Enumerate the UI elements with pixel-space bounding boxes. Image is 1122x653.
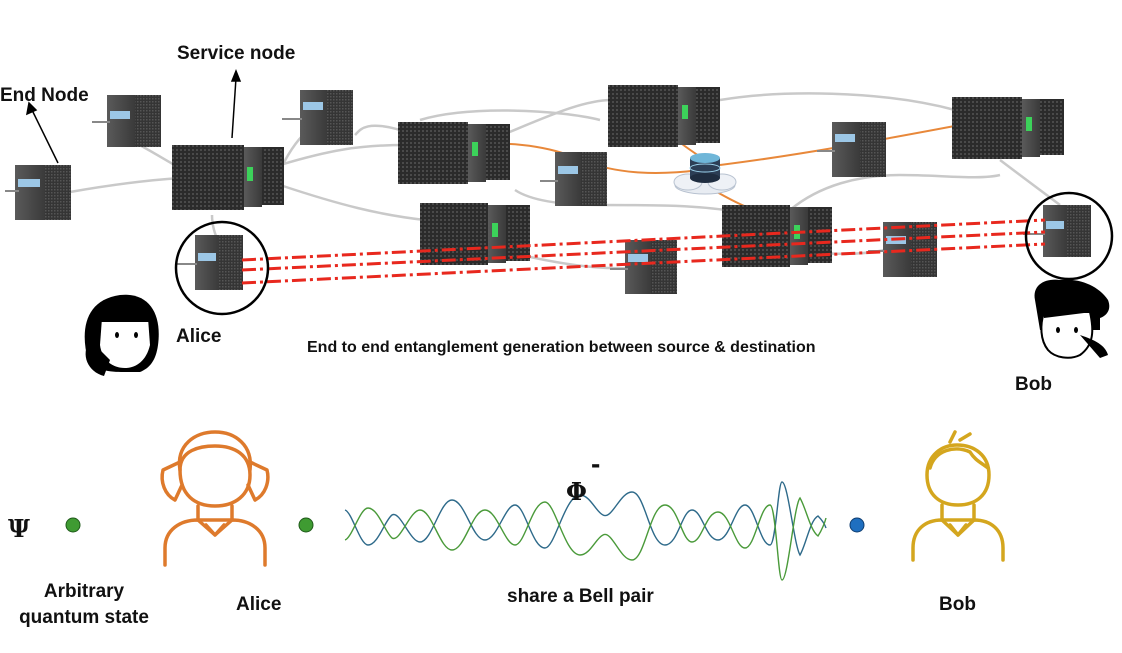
- large-server: [398, 122, 510, 184]
- alice-server: [177, 235, 243, 290]
- server-tower: [5, 165, 71, 220]
- bob-qubit: [849, 517, 865, 533]
- server-tower: [610, 240, 677, 294]
- bell-pair-waves: [344, 481, 827, 581]
- bell-pair-label: share a Bell pair: [507, 586, 654, 607]
- cloud-hub: [673, 153, 737, 195]
- entanglement-link: [241, 242, 1046, 285]
- wave-blue: [344, 481, 827, 557]
- server-tower: [282, 90, 353, 145]
- fiber-link: [999, 158, 1061, 207]
- psi-symbol: Ψ: [8, 514, 30, 543]
- server-tower: [92, 95, 161, 147]
- bob-server: [1023, 205, 1091, 257]
- server-tower: [817, 122, 886, 177]
- large-server: [420, 203, 530, 265]
- end-node-label: End Node: [0, 85, 89, 106]
- service-node-server: [172, 145, 284, 210]
- bob-avatar-icon: [1034, 279, 1110, 359]
- fiber-link: [719, 92, 956, 112]
- alice-qubit: [298, 517, 314, 533]
- phi-superscript: -: [591, 448, 600, 479]
- entanglement-link: [241, 218, 1046, 262]
- state-label-line2: quantum state: [19, 607, 149, 628]
- alice-outline-icon: [160, 430, 270, 567]
- bob-teleport-label: Bob: [939, 594, 976, 615]
- fiber-link: [354, 124, 401, 136]
- server-tower: [540, 152, 607, 206]
- fiber-link: [419, 109, 601, 122]
- service-node-label: Service node: [177, 43, 295, 64]
- alice-avatar-icon: [84, 294, 159, 376]
- large-server: [608, 85, 720, 147]
- end-node-pointer: [26, 101, 59, 164]
- fiber-link: [789, 173, 1001, 211]
- alice-node-circle: [174, 220, 270, 316]
- fiber-link: [279, 183, 426, 222]
- entanglement-link: [241, 230, 1046, 272]
- entanglement-links: [241, 218, 1046, 285]
- phi-symbol: Φ: [566, 477, 587, 506]
- fiber-link: [69, 176, 181, 194]
- service-node-pointer: [230, 68, 242, 139]
- alice-teleport-label: Alice: [236, 594, 281, 615]
- large-server: [952, 97, 1064, 159]
- fiber-link: [279, 143, 406, 167]
- wave-green: [344, 496, 827, 581]
- bob-node-circle: [1024, 191, 1114, 281]
- bob-network-label: Bob: [1015, 374, 1052, 395]
- alice-network-label: Alice: [176, 326, 221, 347]
- psi-qubit: [65, 517, 81, 533]
- bob-outline-icon: [911, 430, 1005, 562]
- state-label-line1: Arbitrary: [44, 581, 125, 602]
- network-caption: End to end entanglement generation betwe…: [307, 339, 816, 356]
